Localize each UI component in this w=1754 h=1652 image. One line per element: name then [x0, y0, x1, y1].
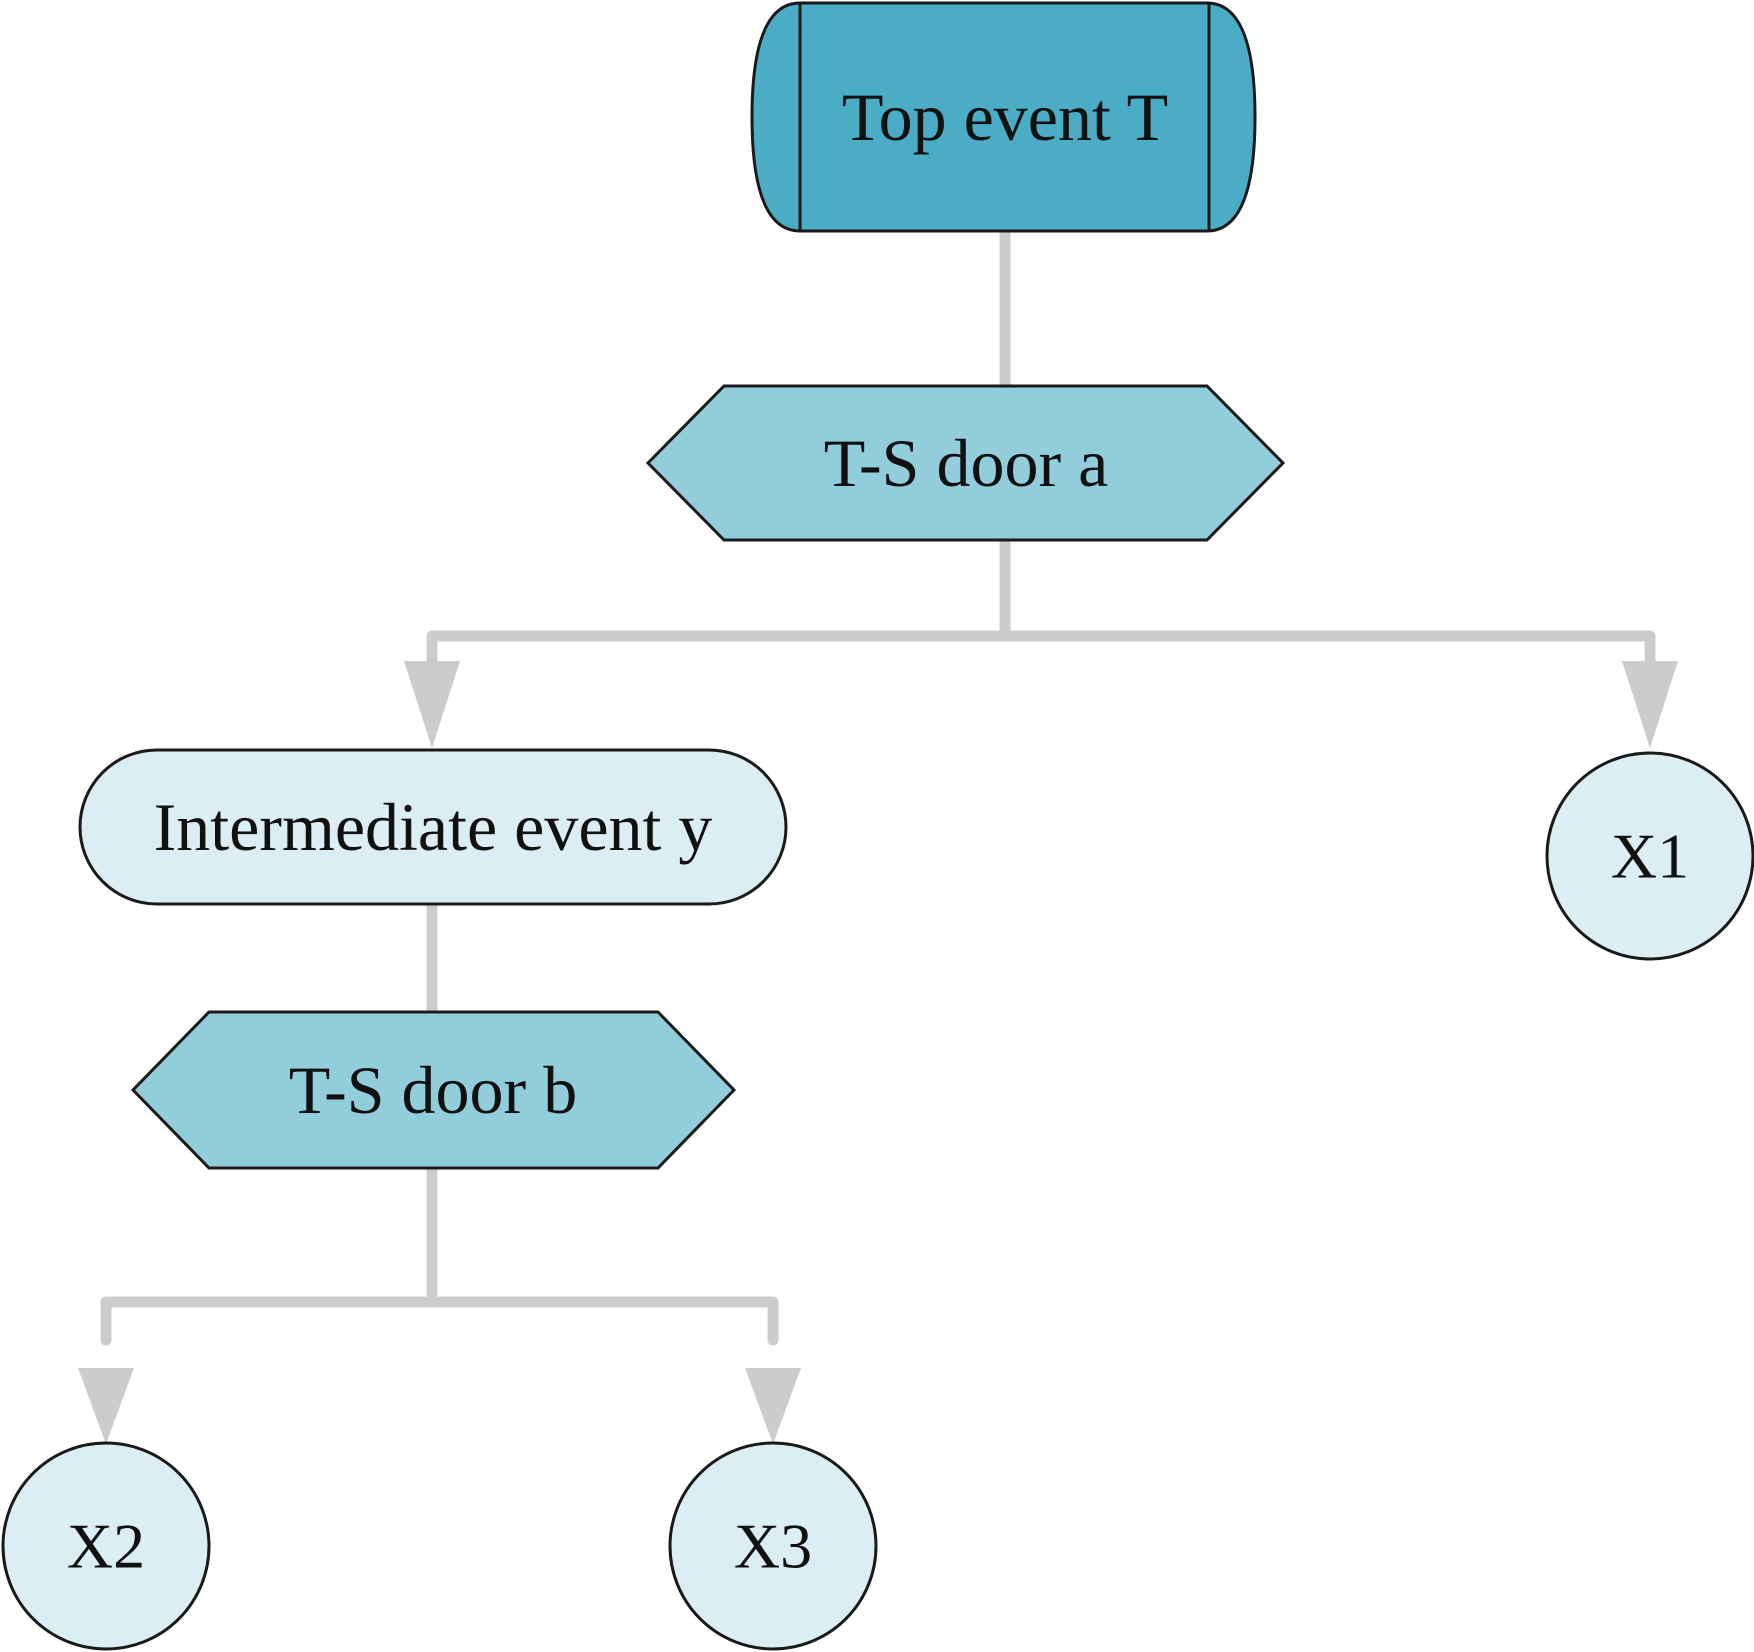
gate-a-shape	[645, 384, 1286, 542]
top-event-node: Top event T	[750, 1, 1257, 233]
basic-event-x2-node: X2	[1, 1441, 211, 1651]
basic-event-x3-shape	[668, 1441, 878, 1651]
connectors	[78, 226, 1678, 1444]
top-event-shape	[750, 1, 1257, 233]
gate-a-node: T-S door a	[645, 384, 1286, 542]
basic-event-x2-label: X2	[67, 1511, 145, 1582]
edge-gate-b-to-x2	[100, 1162, 438, 1346]
arrowhead-intermediate-event	[404, 661, 460, 748]
basic-event-x3-label: X3	[734, 1511, 812, 1582]
basic-event-x1-shape	[1545, 751, 1754, 961]
basic-event-x2-shape	[1, 1441, 211, 1651]
edge-gate-a-to-x1	[999, 630, 1656, 678]
gate-b-shape	[130, 1010, 737, 1170]
intermediate-event-shape	[78, 748, 788, 906]
basic-event-x3-node: X3	[668, 1441, 878, 1651]
arrowhead-x2	[78, 1368, 134, 1444]
gate-b-label: T-S door b	[289, 1052, 577, 1128]
arrowhead-x1	[1622, 661, 1678, 748]
gate-b-node: T-S door b	[130, 1010, 737, 1170]
arrowhead-x3	[745, 1368, 801, 1444]
basic-event-x1-node: X1	[1545, 751, 1754, 961]
edge-gate-a-to-intermediate-event	[426, 534, 1011, 678]
top-event-label: Top event T	[842, 79, 1168, 155]
gate-a-label: T-S door a	[824, 425, 1109, 501]
intermediate-event-label: Intermediate event y	[154, 789, 713, 865]
basic-event-x1-label: X1	[1611, 821, 1689, 892]
intermediate-event-node: Intermediate event y	[78, 748, 788, 906]
edge-gate-b-to-x3	[426, 1296, 779, 1346]
